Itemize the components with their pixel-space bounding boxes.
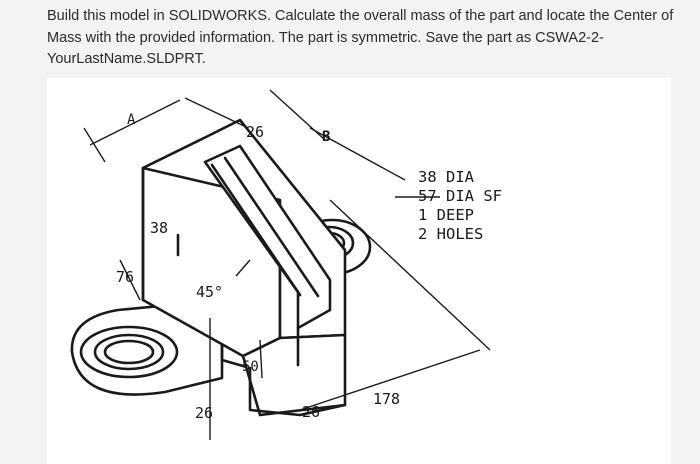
hole-note-line-4: 2 HOLES [418, 225, 483, 243]
hole-note-line-3: 1 DEEP [418, 206, 474, 224]
dim-178: 178 [373, 390, 400, 408]
dim-26-bottom-left: 26 [195, 404, 213, 422]
left-counterbore [79, 325, 179, 379]
question-text: Build this model in SOLIDWORKS. Calculat… [47, 8, 674, 67]
left-hole [93, 333, 165, 371]
dim-45-degrees: 45° [196, 283, 223, 301]
hole-note-line-1: 38 DIA [418, 168, 475, 186]
view-label-a: A [127, 112, 136, 128]
dim-26-bottom-mid: 26 [302, 403, 320, 421]
dim-50: 50 [242, 359, 259, 375]
hole-note-line-2: 57 DIA SF [418, 187, 502, 205]
dim-38: 38 [150, 219, 168, 237]
dim-26-top: 26 [246, 123, 264, 141]
view-label-b: B [322, 129, 330, 145]
dim-76: 76 [116, 268, 134, 286]
block-front-face [241, 333, 347, 417]
